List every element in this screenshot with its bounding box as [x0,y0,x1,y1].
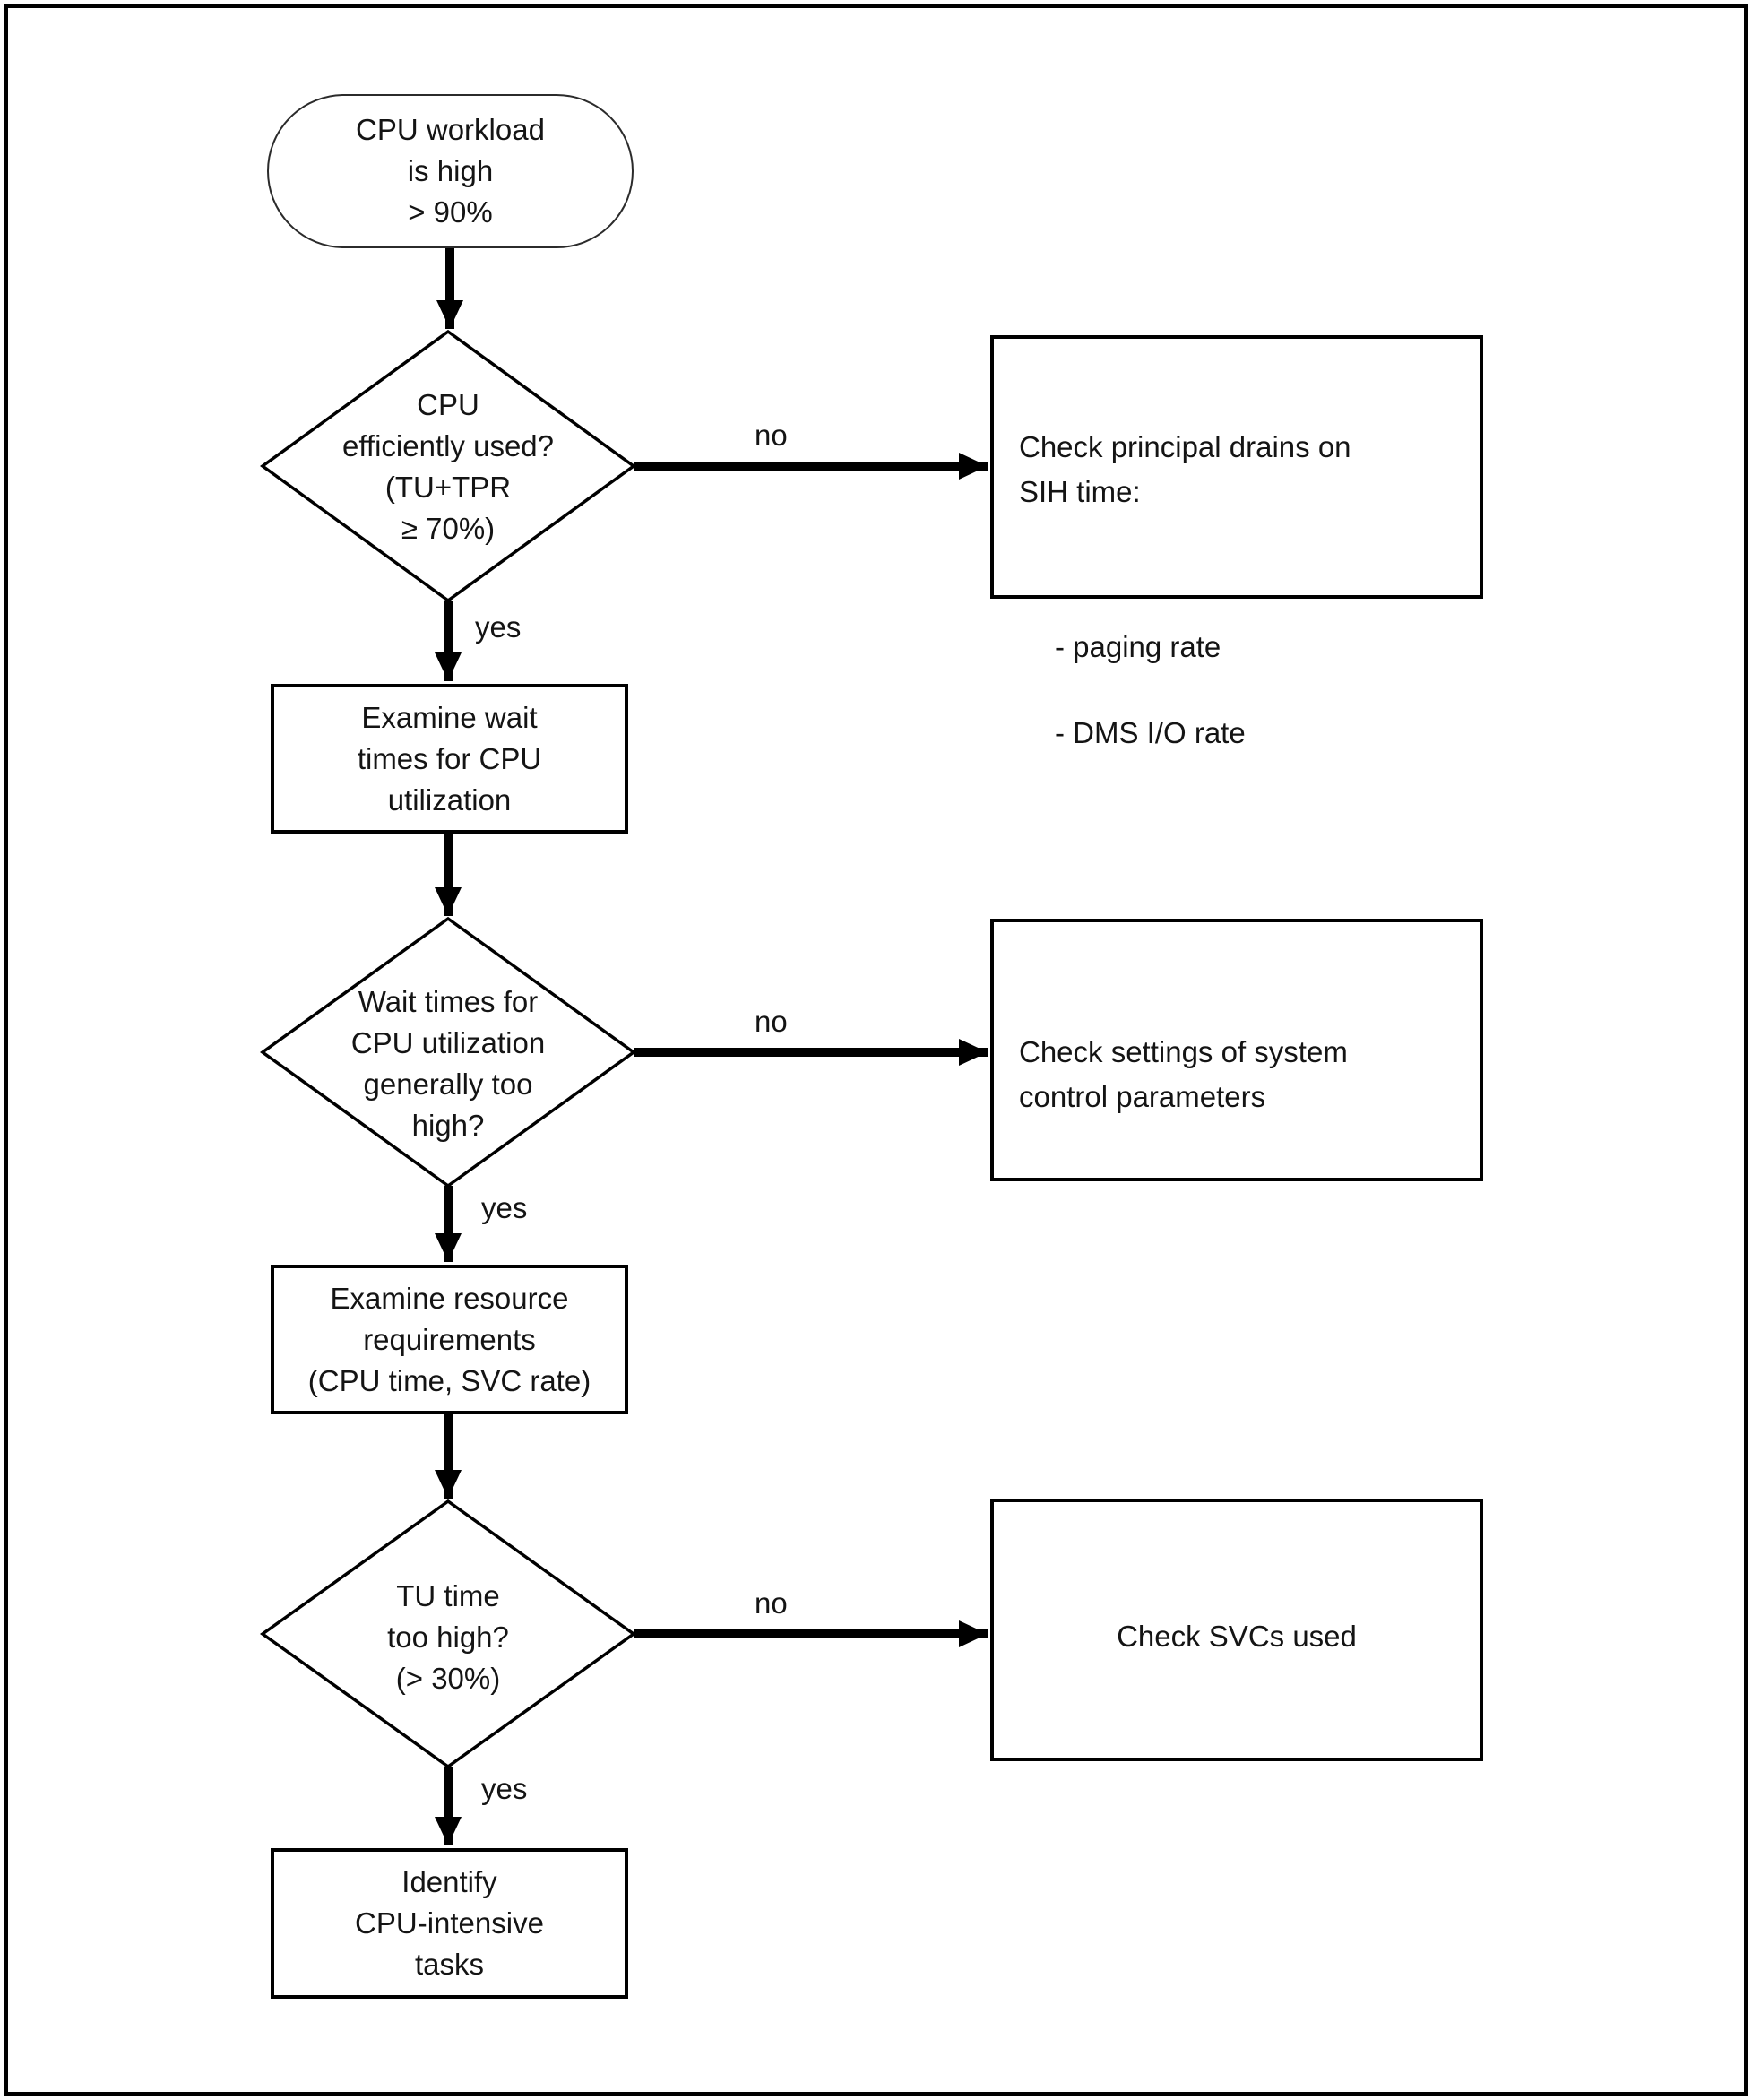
process-label: Examine wait times for CPU utilization [357,700,542,817]
process-label: Examine resource requirements (CPU time,… [307,1281,591,1397]
label-no-decision3: no [755,1586,788,1620]
action-item-paging-rate: - paging rate [1055,630,1221,663]
action-items: - paging rate - DMS I/O rate [1055,583,1463,798]
decision1-diamond [260,329,636,603]
decision1-label: CPU efficiently used? (TU+TPR ≥ 70%) [341,388,555,545]
label-yes-decision1: yes [475,610,522,644]
action-check-principal-drains: Check principal drains on SIH time: - pa… [990,335,1483,749]
decision2-label: Wait times for CPU utilization generally… [350,985,546,1142]
decision3-label: TU time too high? (> 30%) [387,1579,509,1695]
label-no-decision1: no [755,419,788,452]
label-yes-decision2: yes [481,1191,528,1224]
action-item-dms-io-rate: - DMS I/O rate [1055,716,1246,749]
decision2-diamond [260,916,636,1188]
process-identify-cpu-intensive-tasks: Identify CPU-intensive tasks [271,1848,628,1999]
process-label: Identify CPU-intensive tasks [355,1865,544,1981]
process-examine-resource-requirements: Examine resource requirements (CPU time,… [271,1265,628,1414]
label-no-decision2: no [755,1005,788,1038]
action-label: Check settings of system control paramet… [1019,1035,1348,1113]
action-heading: Check principal drains on SIH time: [1019,430,1351,508]
process-examine-wait-times: Examine wait times for CPU utilization [271,684,628,834]
start-label: CPU workload is high > 90% [356,113,545,229]
label-yes-decision3: yes [481,1772,528,1805]
action-label: Check SVCs used [1117,1619,1357,1653]
action-check-system-control-parameters: Check settings of system control paramet… [990,919,1483,1181]
start-terminator: CPU workload is high > 90% [267,94,634,248]
action-check-svcs-used: Check SVCs used [990,1499,1483,1761]
decision3-diamond [259,1499,637,1769]
